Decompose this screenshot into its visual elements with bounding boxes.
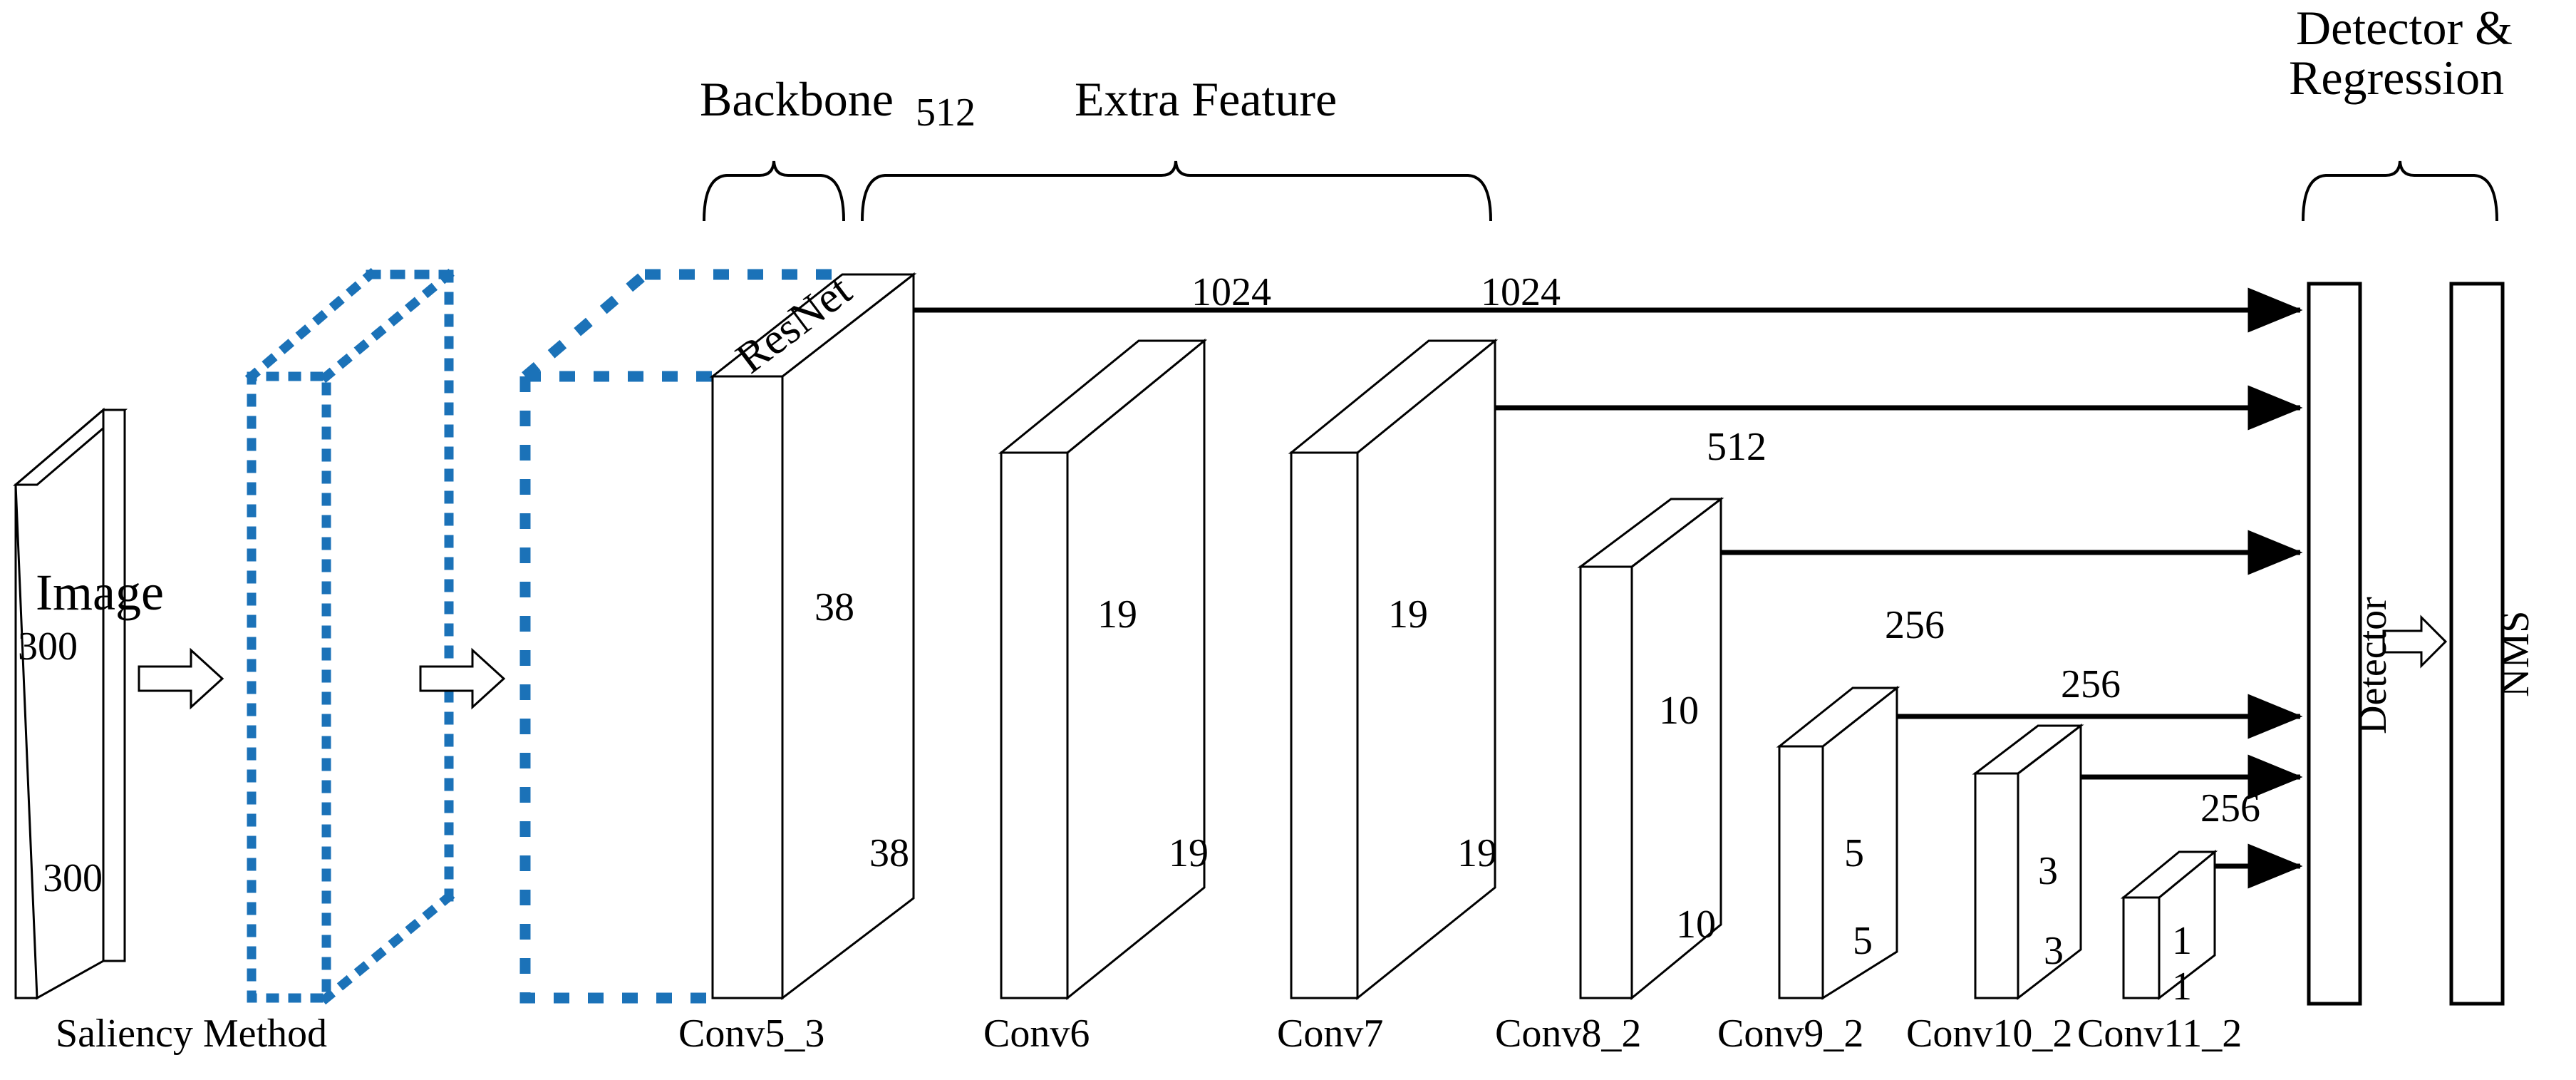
conv6-label: Conv6 [983, 1012, 1090, 1056]
group-label-extra-feature: Extra Feature [1075, 72, 1338, 126]
detector-bar-shape [2307, 282, 2362, 1006]
conv5_3-label: Conv5_3 [678, 1012, 825, 1056]
conv5_3-dim-h: 38 [814, 585, 854, 629]
conv8_2-shape [1577, 496, 1724, 1001]
group-label-detector-regression-line1: Detector & [2296, 1, 2513, 55]
conv6-dim-w: 19 [1169, 831, 1209, 875]
conv11_2-channels: 256 [2200, 786, 2260, 830]
nms-bar-shape [2449, 282, 2505, 1006]
conv10_2-label: Conv10_2 [1906, 1012, 2073, 1056]
image-dim-height: 300 [18, 624, 78, 669]
conv5_3-shape [709, 272, 917, 1001]
nms-label: NMS [2493, 610, 2538, 697]
conv5_3-dim-w: 38 [869, 831, 909, 875]
brace-backbone [703, 160, 845, 222]
conv10_2-shape [1972, 723, 2084, 1001]
conv9_2-dim-w: 5 [1853, 919, 1873, 963]
conv10_2-dim-h: 3 [2038, 849, 2058, 893]
flow-arrow-saliency-to-backbone [419, 647, 506, 710]
conv11_2-dim-w: 1 [2172, 965, 2192, 1009]
conv11_2-dim-h: 1 [2172, 919, 2192, 963]
conv7-channels: 1024 [1481, 270, 1561, 314]
conv9_2-label: Conv9_2 [1717, 1012, 1864, 1056]
conv6-shape [998, 338, 1208, 1001]
image-block-shape [12, 407, 128, 1000]
conv8_2-channels: 512 [1707, 425, 1767, 469]
conv7-label: Conv7 [1277, 1012, 1384, 1056]
conv7-shape [1288, 338, 1499, 1001]
feature-arrows [914, 287, 2303, 889]
conv9_2-shape [1776, 685, 1900, 1000]
conv11_2-shape [2120, 849, 2218, 1001]
group-label-detector-regression-line2: Regression [2289, 51, 2505, 105]
brace-detector-regression [2302, 160, 2498, 222]
saliency-block-label: Saliency Method [56, 1012, 328, 1056]
conv9_2-channels: 256 [1885, 603, 1945, 647]
conv9_2-dim-h: 5 [1844, 831, 1864, 875]
conv5_3-channels: 512 [916, 91, 976, 135]
conv11_2-label: Conv11_2 [2077, 1012, 2243, 1056]
saliency-block-shape [244, 267, 456, 1005]
group-label-backbone: Backbone [700, 72, 894, 126]
conv6-dim-h: 19 [1097, 592, 1137, 637]
brace-extra-feature [861, 160, 1492, 222]
image-block-label: Image [36, 564, 164, 621]
flow-arrow-image-to-saliency [138, 647, 224, 710]
conv7-dim-w: 19 [1457, 831, 1497, 875]
resnet-backbone-outline [519, 269, 842, 1004]
image-dim-width: 300 [43, 856, 103, 900]
conv10_2-channels: 256 [2061, 662, 2121, 706]
conv8_2-dim-h: 10 [1659, 689, 1699, 733]
detector-label: Detector [2351, 597, 2395, 734]
conv6-channels: 1024 [1191, 270, 1271, 314]
conv7-dim-h: 19 [1388, 592, 1428, 637]
conv8_2-label: Conv8_2 [1495, 1012, 1642, 1056]
conv10_2-dim-w: 3 [2044, 929, 2064, 973]
flow-arrow-detector-to-nms [2382, 614, 2448, 669]
conv8_2-dim-w: 10 [1676, 902, 1716, 947]
